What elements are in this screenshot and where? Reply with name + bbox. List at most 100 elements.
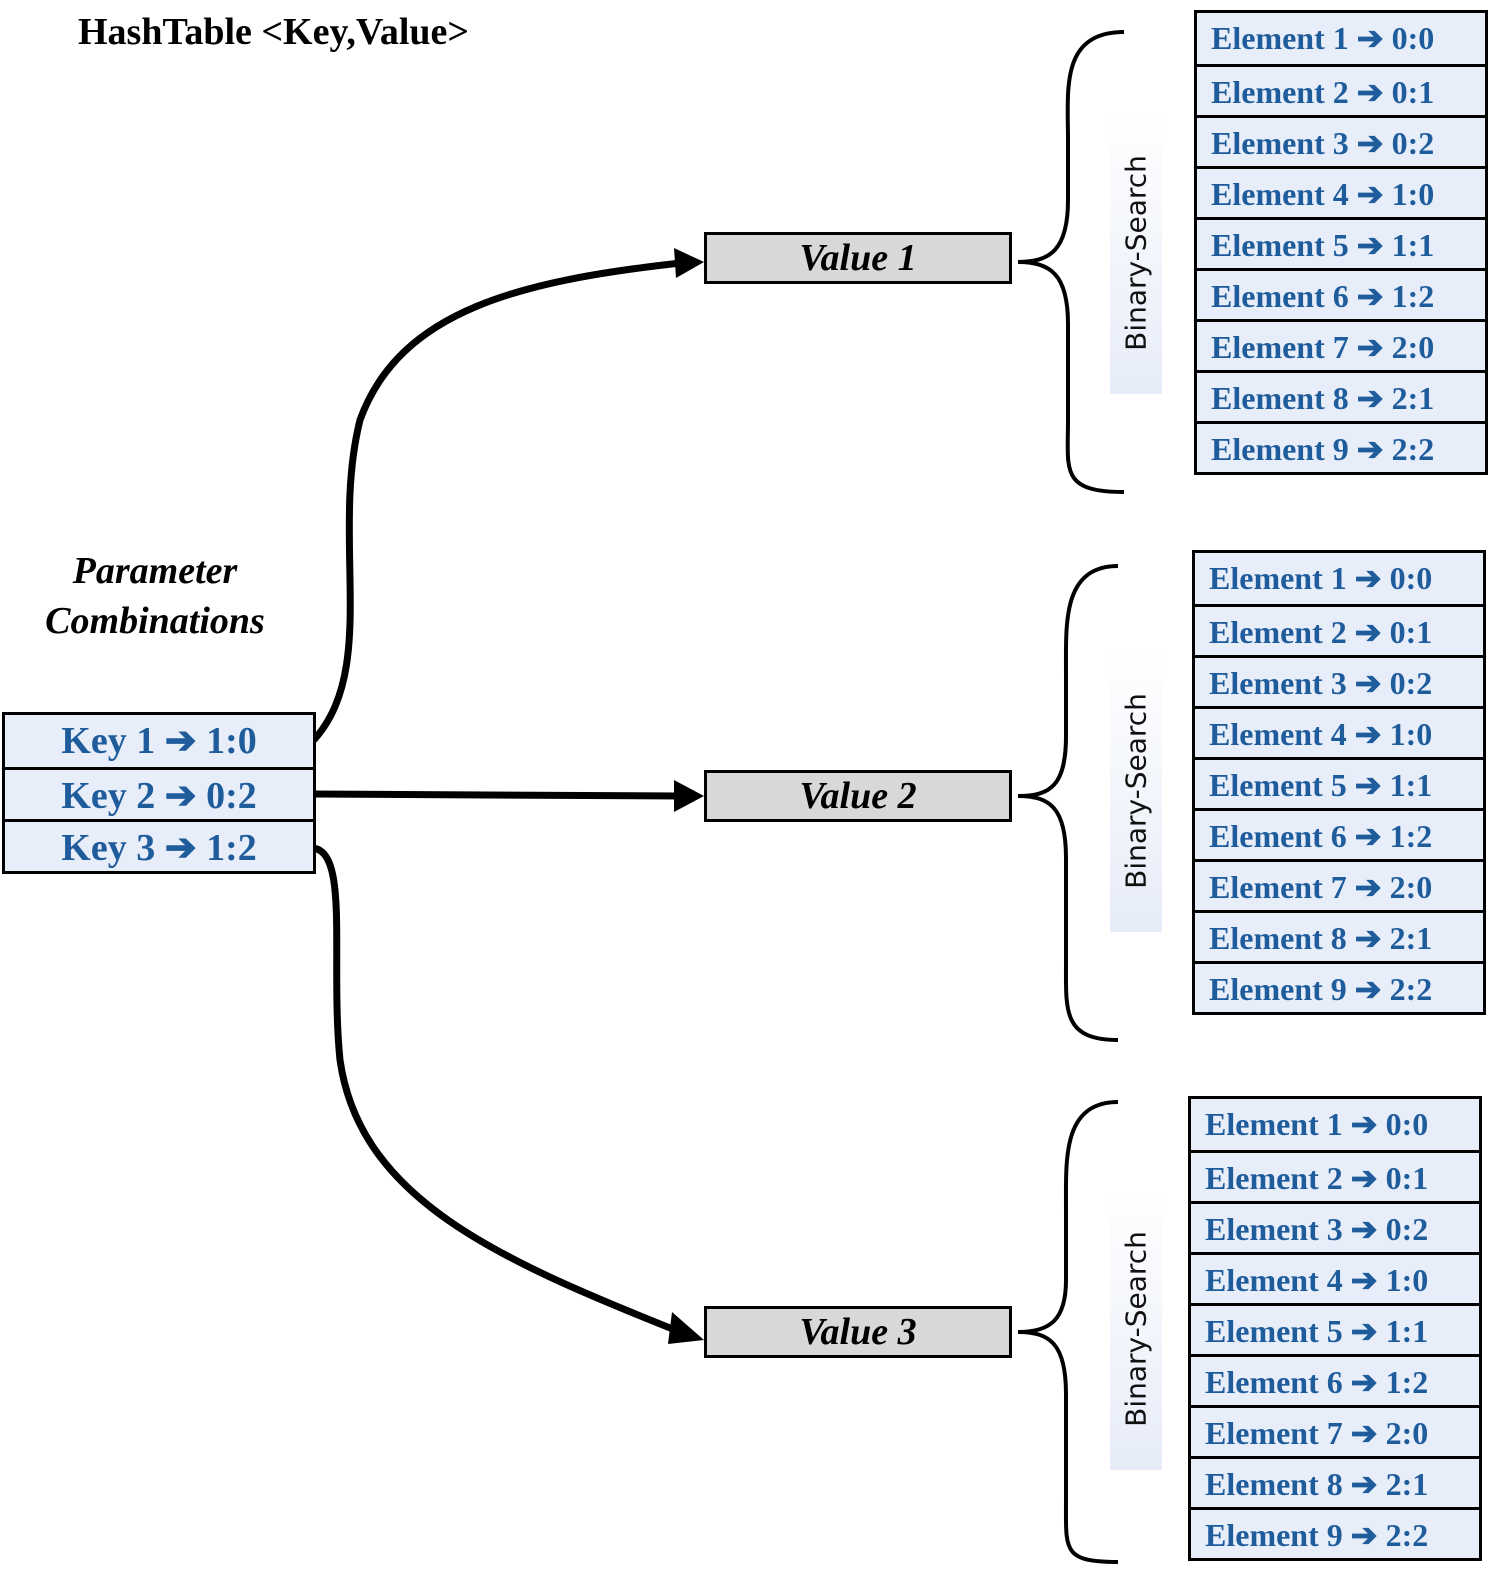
binary-search-text: Binary-Search [1119, 693, 1153, 889]
element-value: 2:2 [1391, 431, 1435, 467]
arrow-right-icon: ➔ [1346, 920, 1390, 956]
arrow-right-icon: ➔ [1346, 818, 1390, 854]
element-row: Element 2 ➔ 0:1 [1191, 1150, 1479, 1201]
element-label: Element 2 [1211, 74, 1349, 110]
element-label: Element 5 [1211, 227, 1349, 263]
element-value: 0:1 [1385, 1160, 1429, 1196]
arrow-right-icon: ➔ [1342, 1211, 1386, 1247]
arrow-key1-to-value1 [309, 258, 691, 745]
arrow-right-icon: ➔ [1348, 74, 1392, 110]
key-value: 1:0 [206, 720, 257, 762]
key-label: Key 2 [61, 775, 156, 817]
key-row-3: Key 3 ➔ 1:2 [5, 819, 313, 871]
element-value: 0:2 [1385, 1211, 1429, 1247]
element-label: Element 5 [1205, 1313, 1343, 1349]
arrow-right-icon: ➔ [1342, 1106, 1386, 1142]
element-row: Element 8 ➔ 2:1 [1197, 370, 1485, 421]
element-label: Element 1 [1211, 20, 1349, 56]
element-label: Element 2 [1209, 614, 1347, 650]
element-label: Element 3 [1211, 125, 1349, 161]
arrow-right-icon: ➔ [1348, 125, 1392, 161]
element-label: Element 9 [1205, 1517, 1343, 1553]
key-label: Key 1 [61, 720, 156, 762]
element-label: Element 8 [1211, 380, 1349, 416]
value-box-3: Value 3 [704, 1306, 1012, 1358]
key-value: 1:2 [206, 827, 257, 869]
element-row: Element 7 ➔ 2:0 [1191, 1405, 1479, 1456]
parameter-label-line-2: Combinations [45, 600, 265, 642]
element-value: 0:0 [1389, 560, 1433, 596]
binary-search-label-1: Binary-Search [1110, 112, 1162, 394]
element-label: Element 4 [1209, 716, 1347, 752]
element-value: 0:1 [1389, 614, 1433, 650]
arrow-right-icon: ➔ [1342, 1313, 1386, 1349]
brace-1 [1017, 30, 1125, 494]
element-value: 1:2 [1385, 1364, 1429, 1400]
arrow-right-icon: ➔ [1342, 1364, 1386, 1400]
brace-3 [1017, 1100, 1119, 1564]
element-row: Element 5 ➔ 1:1 [1197, 217, 1485, 268]
arrow-right-icon: ➔ [164, 720, 197, 762]
binary-search-label-3: Binary-Search [1110, 1188, 1162, 1470]
arrow-right-icon: ➔ [1348, 227, 1392, 263]
element-row: Element 8 ➔ 2:1 [1191, 1456, 1479, 1507]
element-value: 2:1 [1389, 920, 1433, 956]
element-row: Element 1 ➔ 0:0 [1195, 553, 1483, 604]
parameter-label-line-1: Parameter [72, 550, 238, 592]
element-label: Element 7 [1205, 1415, 1343, 1451]
diagram-title: HashTable <Key,Value> [78, 11, 470, 53]
element-label: Element 7 [1209, 869, 1347, 905]
element-label: Element 7 [1211, 329, 1349, 365]
arrow-right-icon: ➔ [1342, 1415, 1386, 1451]
arrow-right-icon: ➔ [1342, 1466, 1386, 1502]
arrow-right-icon: ➔ [164, 827, 197, 869]
element-row: Element 7 ➔ 2:0 [1195, 859, 1483, 910]
element-row: Element 9 ➔ 2:2 [1195, 961, 1483, 1012]
element-value: 2:0 [1391, 329, 1435, 365]
element-row: Element 8 ➔ 2:1 [1195, 910, 1483, 961]
element-label: Element 8 [1209, 920, 1347, 956]
arrow-key2-to-value2 [311, 790, 681, 800]
arrow-right-icon: ➔ [1348, 176, 1392, 212]
element-row: Element 3 ➔ 0:2 [1191, 1201, 1479, 1252]
element-label: Element 1 [1205, 1106, 1343, 1142]
element-row: Element 2 ➔ 0:1 [1195, 604, 1483, 655]
element-label: Element 6 [1205, 1364, 1343, 1400]
arrow-key3-to-value3 [311, 844, 682, 1336]
element-label: Element 6 [1209, 818, 1347, 854]
arrow-right-icon: ➔ [1348, 329, 1392, 365]
key-value: 0:2 [206, 775, 257, 817]
arrow-right-icon: ➔ [1346, 716, 1390, 752]
element-label: Element 9 [1209, 971, 1347, 1007]
arrow-right-icon: ➔ [1342, 1262, 1386, 1298]
element-label: Element 8 [1205, 1466, 1343, 1502]
value-box-2: Value 2 [704, 770, 1012, 822]
arrow-right-icon: ➔ [1348, 278, 1392, 314]
element-value: 1:0 [1391, 176, 1435, 212]
element-row: Element 3 ➔ 0:2 [1195, 655, 1483, 706]
arrow-right-icon: ➔ [1348, 431, 1392, 467]
key-label: Key 3 [61, 827, 156, 869]
arrowhead-value1 [674, 248, 704, 278]
arrow-right-icon: ➔ [1346, 614, 1390, 650]
arrow-right-icon: ➔ [1346, 971, 1390, 1007]
element-row: Element 7 ➔ 2:0 [1197, 319, 1485, 370]
element-label: Element 3 [1205, 1211, 1343, 1247]
element-row: Element 4 ➔ 1:0 [1195, 706, 1483, 757]
element-row: Element 6 ➔ 1:2 [1197, 268, 1485, 319]
arrow-right-icon: ➔ [1346, 869, 1390, 905]
element-label: Element 2 [1205, 1160, 1343, 1196]
element-value: 1:1 [1385, 1313, 1429, 1349]
element-value: 1:0 [1389, 716, 1433, 752]
element-row: Element 1 ➔ 0:0 [1191, 1099, 1479, 1150]
arrowhead-value3 [668, 1312, 704, 1344]
element-value: 1:2 [1391, 278, 1435, 314]
parameter-combinations-label: Parameter Combinations [20, 546, 290, 646]
key-list: Key 1 ➔ 1:0 Key 2 ➔ 0:2 Key 3 ➔ 1:2 [2, 712, 316, 874]
element-value: 1:1 [1391, 227, 1435, 263]
element-value: 2:0 [1385, 1415, 1429, 1451]
arrowhead-value2 [674, 780, 704, 812]
